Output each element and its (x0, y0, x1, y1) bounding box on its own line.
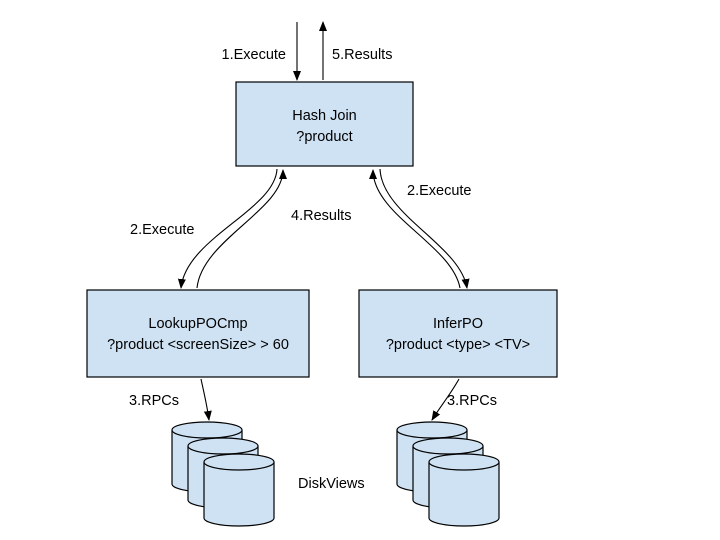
execute-label-right: 2.Execute (407, 183, 472, 199)
diskviews-label: DiskViews (298, 476, 365, 492)
disk-cylinder (203, 453, 275, 527)
rpcs-arrow-right (431, 378, 460, 421)
hash-join-node: Hash Join ?product (235, 81, 414, 167)
infer-title: InferPO (433, 316, 483, 332)
disk-stack-right (396, 421, 500, 527)
rpcs-arrow-left (200, 378, 212, 421)
results-label-top: 5.Results (332, 47, 392, 63)
disk-cylinder (428, 453, 500, 527)
hash-join-box (235, 81, 414, 167)
execute-label-left: 2.Execute (130, 222, 195, 238)
lookup-title: LookupPOCmp (148, 316, 247, 332)
results-arrow-right (369, 169, 461, 289)
lookup-box (86, 289, 310, 378)
hash-join-title: Hash Join (292, 108, 356, 124)
rpcs-label-right: 3.RPCs (447, 393, 497, 409)
rpcs-label-left: 3.RPCs (129, 393, 179, 409)
results-label-left: 4.Results (291, 208, 351, 224)
lookup-subtitle: ?product <screenSize> > 60 (107, 337, 289, 353)
lookup-node: LookupPOCmp ?product <screenSize> > 60 (86, 289, 310, 378)
execute-label-top: 1.Execute (222, 47, 287, 63)
infer-subtitle: ?product <type> <TV> (386, 337, 530, 353)
results-arrow-left (196, 169, 287, 289)
infer-box (358, 289, 558, 378)
hash-join-subtitle: ?product (296, 129, 352, 145)
execute-arrow-left (177, 168, 278, 289)
disk-stack-left (171, 421, 275, 527)
infer-node: InferPO ?product <type> <TV> (358, 289, 558, 378)
execute-arrow-right (379, 168, 470, 289)
